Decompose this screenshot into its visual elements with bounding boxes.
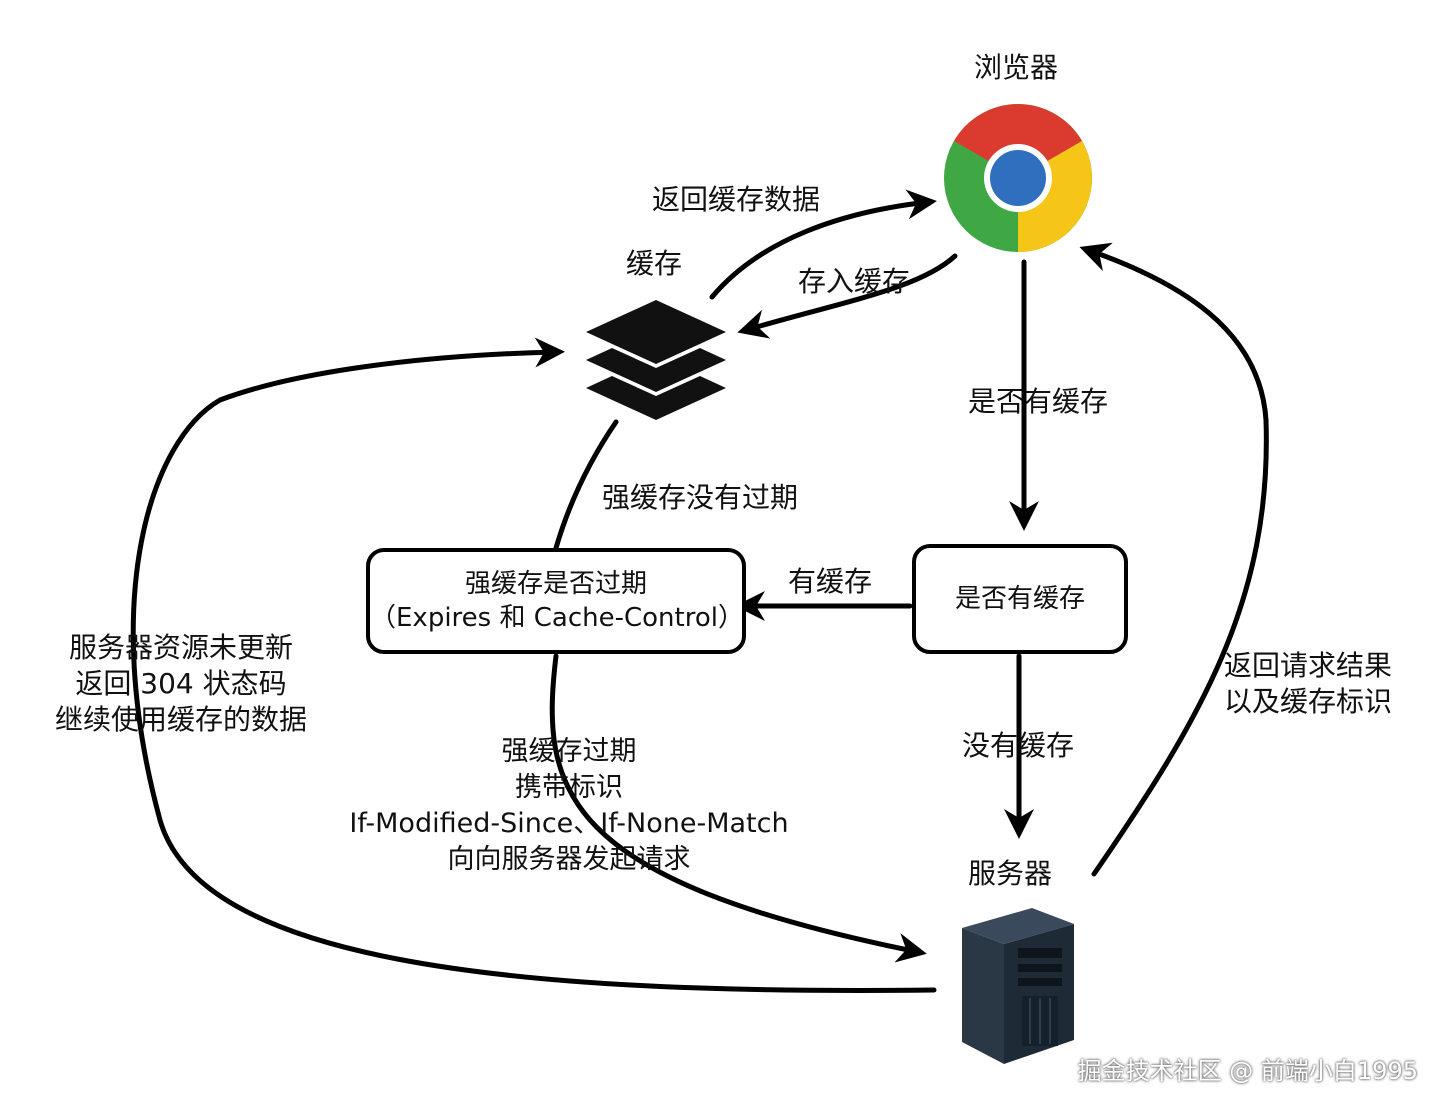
label-return-result-line-1: 返回请求结果 (1224, 649, 1393, 682)
server-label: 服务器 (968, 857, 1053, 890)
label-strong-expired-line-1: 强缓存过期 (501, 736, 637, 767)
label-strong-expired-line-2: 携带标识 (515, 772, 623, 803)
arrow-return-cache-data (709, 189, 937, 300)
label-not-modified-line-2: 返回 304 状态码 (75, 667, 287, 700)
label-not-modified-line-3: 继续使用缓存的数据 (54, 703, 307, 736)
label-not-modified-line-1: 服务器资源未更新 (68, 631, 293, 664)
label-strong-expired: 强缓存过期 携带标识 If-Modified-Since、If-None-Mat… (346, 734, 792, 878)
arrow-strong-expired-to-server (549, 653, 927, 963)
cache-label: 缓存 (626, 247, 683, 280)
strong-cache-box-line-1: 强缓存是否过期 (464, 569, 647, 599)
arrow-server-to-browser (1079, 242, 1269, 877)
label-no-cache: 没有缓存 (962, 729, 1075, 762)
layers-icon (586, 300, 726, 420)
strong-cache-box-line-2: （Expires 和 Cache-Control） (370, 603, 744, 633)
label-strong-expired-line-4: 向向服务器发起请求 (447, 844, 691, 875)
arrow-store-cache (737, 253, 958, 339)
label-check-cache: 是否有缓存 (968, 385, 1109, 418)
label-return-cache-data: 返回缓存数据 (652, 183, 821, 216)
server-tower-icon (962, 908, 1074, 1064)
label-return-result-line-2: 以及缓存标识 (1224, 685, 1393, 718)
label-not-modified: 服务器资源未更新 返回 304 状态码 继续使用缓存的数据 (46, 630, 316, 738)
strong-cache-box: 强缓存是否过期 （Expires 和 Cache-Control） (366, 548, 746, 654)
label-return-result: 返回请求结果 以及缓存标识 (1224, 648, 1392, 720)
watermark: 掘金技术社区 @ 前端小白1995 (1077, 1057, 1418, 1085)
chrome-icon (944, 104, 1092, 252)
has-cache-box: 是否有缓存 (912, 544, 1128, 654)
label-has-cache: 有缓存 (788, 565, 873, 598)
has-cache-box-label: 是否有缓存 (954, 584, 1085, 614)
label-store-cache: 存入缓存 (798, 265, 911, 298)
label-strong-expired-line-3: If-Modified-Since、If-None-Match (349, 808, 789, 839)
line-strong-not-expired (553, 419, 619, 551)
browser-label: 浏览器 (974, 51, 1059, 84)
label-strong-not-expired: 强缓存没有过期 (602, 481, 799, 514)
arrow-server-304-to-cache (130, 337, 937, 993)
